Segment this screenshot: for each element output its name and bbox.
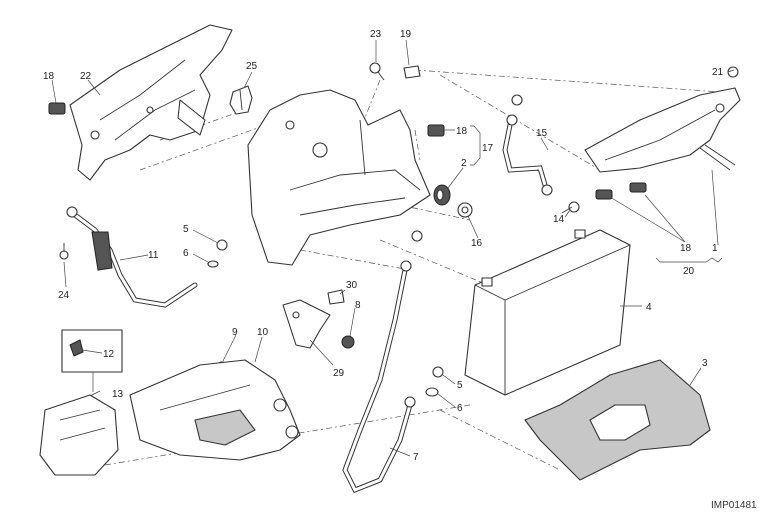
screw-5-upper <box>216 239 228 251</box>
bracket-part-10 <box>129 359 301 461</box>
rubber-pad-18-right-b <box>629 182 647 193</box>
battery-tray <box>247 89 431 266</box>
leader-lines <box>51 39 735 457</box>
bolt-16 <box>457 202 473 218</box>
callout-19: 19 <box>400 29 412 40</box>
callout-22: 22 <box>80 71 92 82</box>
rubber-pad-18-left <box>48 102 66 115</box>
callout-4: 4 <box>646 302 652 313</box>
callout-16: 16 <box>471 238 483 249</box>
grommet-8 <box>341 335 355 349</box>
rubber-pad-18-right-a <box>595 189 613 200</box>
callout-5-upper: 5 <box>183 224 189 235</box>
callout-6-lower: 6 <box>457 403 463 414</box>
clip-part-25 <box>229 85 253 115</box>
bolt-14 <box>561 201 580 214</box>
cable-11 <box>66 206 198 308</box>
callout-21: 21 <box>712 67 724 78</box>
callout-2: 2 <box>461 158 467 169</box>
callout-30: 30 <box>346 280 358 291</box>
clip-30 <box>327 289 345 305</box>
callout-10: 10 <box>257 327 269 338</box>
callout-5-lower: 5 <box>457 380 463 391</box>
fuse-12 <box>61 329 123 373</box>
screw-21 <box>727 66 739 78</box>
screw-23 <box>369 62 385 81</box>
callout-3: 3 <box>702 358 708 369</box>
callout-8: 8 <box>355 300 361 311</box>
callout-17: 17 <box>482 143 494 154</box>
screw-24 <box>59 243 69 260</box>
callout-6-upper: 6 <box>183 248 189 259</box>
callout-15: 15 <box>536 128 548 139</box>
callout-24: 24 <box>58 290 70 301</box>
washer-6-lower <box>425 387 439 397</box>
callout-11: 11 <box>148 250 159 261</box>
image-code: IMP01481 <box>711 500 757 511</box>
battery-4 <box>464 229 631 396</box>
washer-6-upper <box>207 260 219 268</box>
screw-5-lower <box>432 366 444 378</box>
callout-labels: 18 22 23 19 25 21 18 17 15 2 16 14 18 1 … <box>43 29 724 463</box>
callout-18-left: 18 <box>43 71 55 82</box>
callout-29: 29 <box>333 368 345 379</box>
battery-support-3 <box>524 359 711 481</box>
fuse-box-13 <box>39 394 119 476</box>
holder-part-1 <box>584 87 741 173</box>
cable-15 <box>502 94 553 196</box>
callout-18-right: 18 <box>680 243 692 254</box>
callout-20: 20 <box>683 266 695 277</box>
callout-14: 14 <box>553 214 565 225</box>
bracket-part-22 <box>69 24 233 181</box>
callout-18-center: 18 <box>456 126 468 137</box>
clip-nut-19 <box>403 65 421 79</box>
rubber-pad-18-center <box>427 124 445 137</box>
callout-1: 1 <box>712 243 718 254</box>
callout-23: 23 <box>370 29 382 40</box>
grommet-2 <box>433 184 451 206</box>
callout-12: 12 <box>103 349 115 360</box>
callout-7: 7 <box>413 452 419 463</box>
callout-25: 25 <box>246 61 258 72</box>
callout-9: 9 <box>232 327 238 338</box>
cable-7 <box>342 230 423 494</box>
callout-13: 13 <box>112 389 124 400</box>
bracket-29 <box>282 299 331 349</box>
